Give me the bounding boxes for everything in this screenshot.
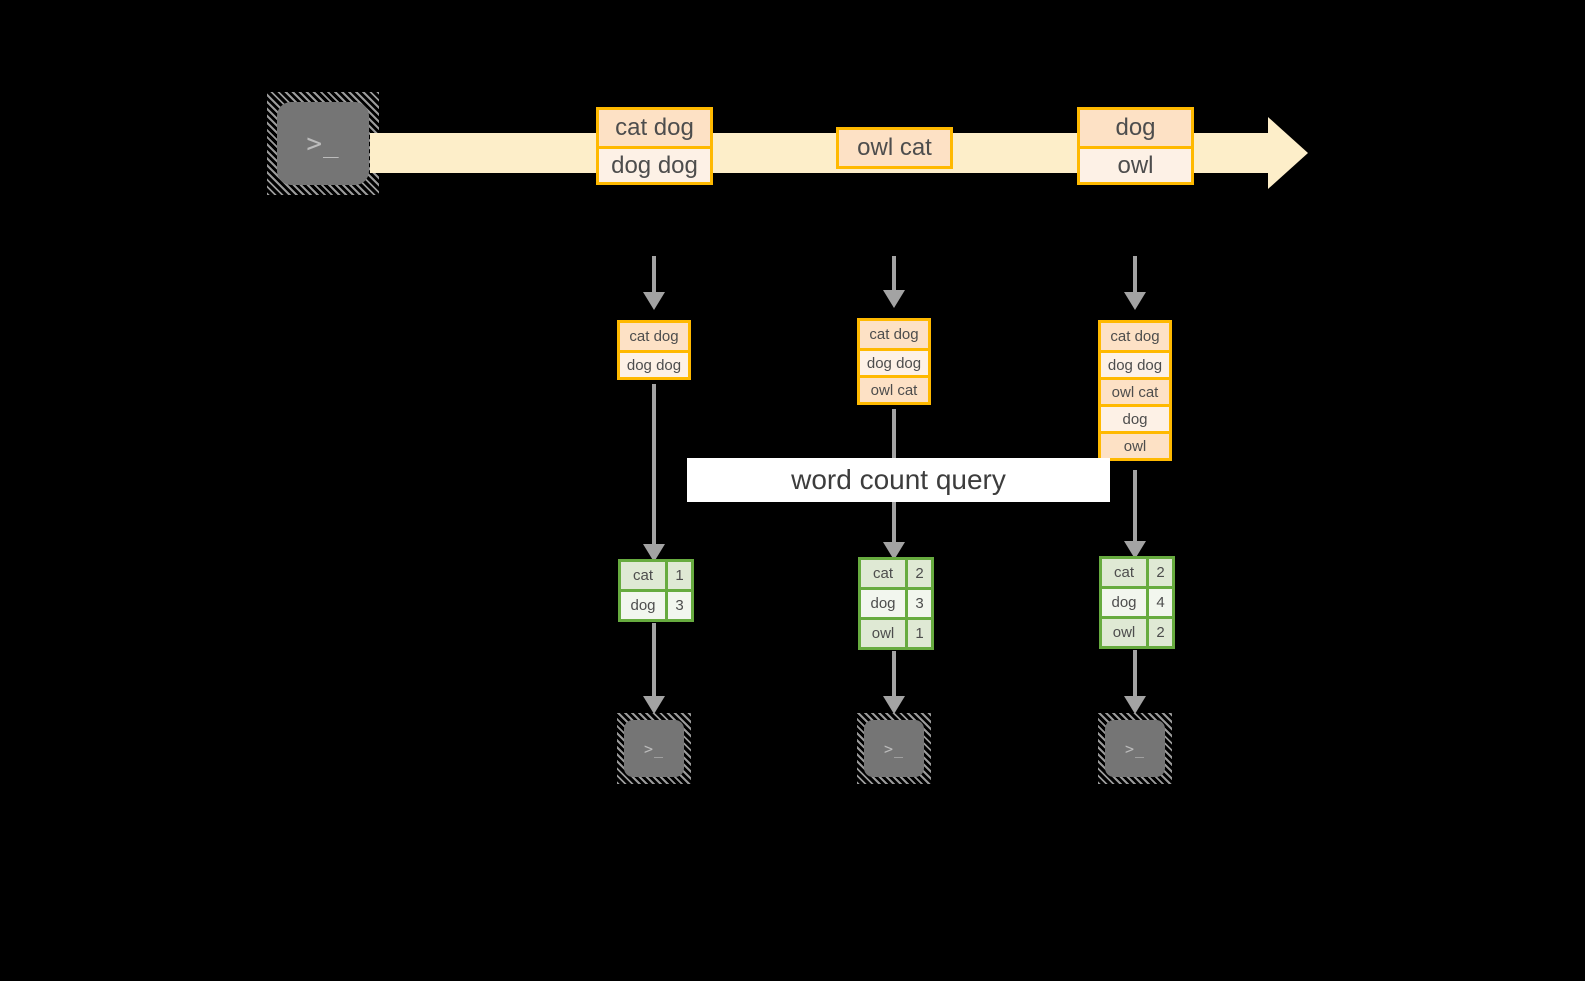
result-word: owl: [1102, 619, 1146, 646]
result-table-1: cat 1 dog 3: [618, 559, 694, 622]
stream-record: owl cat: [839, 130, 950, 166]
table-row: dog 3: [861, 587, 931, 617]
stream-batch-2: owl cat: [836, 127, 953, 169]
state-to-result-line-3: [1133, 470, 1137, 547]
state-box-2: cat dog dog dog owl cat: [857, 318, 931, 405]
stream-batch-1: cat dog dog dog: [596, 107, 713, 185]
state-record: dog dog: [620, 350, 688, 377]
source-terminal-icon: >_: [267, 92, 379, 195]
sink-terminal-icon-3: >_: [1098, 713, 1172, 784]
sink-terminal-icon-1: >_: [617, 713, 691, 784]
result-to-sink-line-2: [892, 651, 896, 701]
result-count: 3: [905, 590, 931, 617]
stream-to-state-arrowhead: [1124, 292, 1146, 310]
stream-to-state-arrowhead: [883, 290, 905, 308]
terminal-prompt: >_: [1124, 739, 1146, 758]
terminal-body: [864, 720, 924, 777]
table-row: dog 3: [621, 589, 691, 619]
stream-to-state-line: [1133, 256, 1137, 294]
result-word: dog: [861, 590, 905, 617]
stream-arrowhead: [1268, 117, 1308, 189]
result-count: 4: [1146, 589, 1172, 616]
result-to-sink-line-1: [652, 623, 656, 701]
result-table-3: cat 2 dog 4 owl 2: [1099, 556, 1175, 649]
state-record: dog: [1101, 404, 1169, 431]
stream-record: dog dog: [599, 146, 710, 182]
state-record: cat dog: [1101, 323, 1169, 350]
result-count: 1: [665, 562, 691, 589]
terminal-body: [624, 720, 684, 777]
result-word: owl: [861, 620, 905, 647]
state-to-result-arrowhead-2: [883, 542, 905, 560]
result-to-sink-arrowhead-1: [643, 696, 665, 714]
result-word: cat: [1102, 559, 1146, 586]
result-count: 2: [1146, 559, 1172, 586]
result-count: 3: [665, 592, 691, 619]
terminal-prompt: >_: [643, 739, 665, 758]
state-record: owl: [1101, 431, 1169, 458]
state-record: owl cat: [1101, 377, 1169, 404]
state-record: dog dog: [1101, 350, 1169, 377]
result-word: cat: [621, 562, 665, 589]
state-record: cat dog: [860, 321, 928, 348]
table-row: cat 2: [861, 560, 931, 587]
table-row: cat 2: [1102, 559, 1172, 586]
result-count: 1: [905, 620, 931, 647]
result-table-2: cat 2 dog 3 owl 1: [858, 557, 934, 650]
table-row: cat 1: [621, 562, 691, 589]
result-word: cat: [861, 560, 905, 587]
result-count: 2: [905, 560, 931, 587]
state-record: owl cat: [860, 375, 928, 402]
state-record: dog dog: [860, 348, 928, 375]
stream-batch-3: dog owl: [1077, 107, 1194, 185]
stream-to-state-arrowhead: [643, 292, 665, 310]
state-to-result-arrowhead-3: [1124, 541, 1146, 559]
stream-record: owl: [1080, 146, 1191, 182]
table-row: dog 4: [1102, 586, 1172, 616]
query-label: word count query: [687, 458, 1110, 502]
state-to-result-arrowhead-1: [643, 544, 665, 562]
terminal-prompt: >_: [883, 739, 905, 758]
stream-to-state-line: [892, 256, 896, 292]
result-word: dog: [621, 592, 665, 619]
state-record: cat dog: [620, 323, 688, 350]
table-row: owl 2: [1102, 616, 1172, 646]
state-box-3: cat dog dog dog owl cat dog owl: [1098, 320, 1172, 461]
terminal-body: [277, 102, 369, 185]
result-to-sink-arrowhead-2: [883, 696, 905, 714]
result-to-sink-line-3: [1133, 650, 1137, 701]
terminal-prompt: >_: [306, 128, 340, 159]
result-word: dog: [1102, 589, 1146, 616]
result-count: 2: [1146, 619, 1172, 646]
stream-record: dog: [1080, 110, 1191, 146]
stream-record: cat dog: [599, 110, 710, 146]
state-to-result-line-1: [652, 384, 656, 549]
table-row: owl 1: [861, 617, 931, 647]
result-to-sink-arrowhead-3: [1124, 696, 1146, 714]
state-box-1: cat dog dog dog: [617, 320, 691, 380]
sink-terminal-icon-2: >_: [857, 713, 931, 784]
stream-to-state-line: [652, 256, 656, 294]
terminal-body: [1105, 720, 1165, 777]
